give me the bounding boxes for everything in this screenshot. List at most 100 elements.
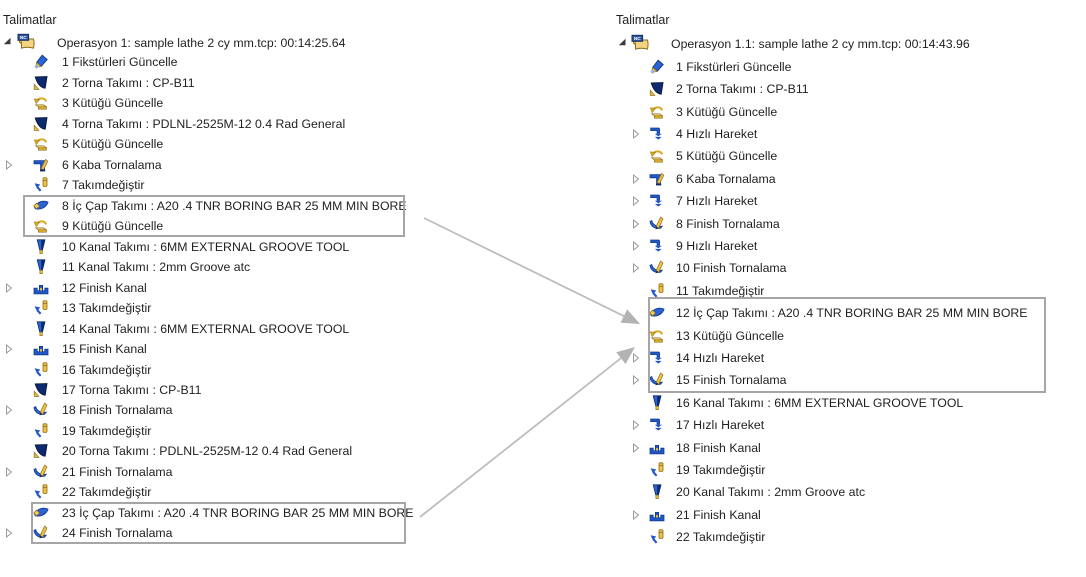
turning-tool-icon bbox=[649, 81, 665, 97]
update-stock-icon bbox=[33, 95, 49, 111]
expand-arrow-icon[interactable] bbox=[632, 509, 640, 520]
tree-item-label: 9 Hızlı Hareket bbox=[676, 239, 758, 253]
tree-item-label: 15 Finish Kanal bbox=[62, 342, 147, 357]
tree-item-label: 17 Torna Takımı : CP-B11 bbox=[62, 382, 202, 397]
boring-tool-icon bbox=[33, 505, 49, 521]
groove-tool-icon bbox=[33, 259, 49, 275]
highlight-box bbox=[31, 502, 406, 545]
tree-item-label: 1 Fikstürleri Güncelle bbox=[62, 55, 178, 70]
nc-program-icon: NC bbox=[17, 33, 36, 51]
groove-tool-icon bbox=[649, 484, 665, 500]
expand-arrow-icon[interactable] bbox=[632, 218, 640, 229]
boring-tool-icon bbox=[649, 305, 665, 321]
expand-arrow-icon[interactable] bbox=[632, 129, 640, 139]
tool-change-icon bbox=[33, 361, 49, 378]
finish-turning-icon bbox=[649, 216, 665, 232]
expand-arrow-icon[interactable] bbox=[5, 466, 13, 477]
rapid-move-icon bbox=[649, 193, 665, 209]
rough-turning-icon bbox=[649, 171, 665, 187]
nc-program-icon: NC bbox=[631, 34, 650, 52]
operation-label: Operasyon 1: sample lathe 2 cy mm.tcp: 0… bbox=[57, 36, 346, 50]
rapid-move-icon bbox=[649, 417, 665, 433]
tree-item-label: 17 Hızlı Hareket bbox=[676, 418, 765, 433]
expand-arrow-icon[interactable] bbox=[632, 353, 640, 363]
expand-arrow-icon[interactable] bbox=[632, 375, 640, 386]
expand-arrow-icon[interactable] bbox=[632, 173, 640, 184]
tree-item-label: 5 Kütüğü Güncelle bbox=[62, 137, 164, 152]
tree-item-label: 10 Kanal Takımı : 6MM EXTERNAL GROOVE TO… bbox=[62, 239, 350, 254]
expand-arrow-icon[interactable] bbox=[5, 282, 13, 293]
tree-item-label: 22 Takımdeğiştir bbox=[62, 485, 152, 500]
tree-item-label: 16 Kanal Takımı : 6MM EXTERNAL GROOVE TO… bbox=[676, 395, 964, 410]
tool-change-icon bbox=[33, 177, 49, 193]
finish-groove-icon bbox=[649, 507, 665, 523]
finish-turning-icon bbox=[649, 372, 665, 388]
turning-tool-icon bbox=[33, 443, 49, 459]
turning-tool-icon bbox=[33, 382, 49, 398]
tree-item-label: 24 Finish Tornalama bbox=[62, 526, 173, 541]
expand-arrow-icon[interactable] bbox=[632, 442, 640, 453]
tree-item-label: 2 Torna Takımı : CP-B11 bbox=[62, 75, 195, 90]
update-fixtures-icon bbox=[33, 54, 49, 70]
tree-item-label: 3 Kütüğü Güncelle bbox=[62, 96, 164, 111]
finish-turning-icon bbox=[649, 260, 665, 276]
expand-arrow-icon[interactable] bbox=[5, 344, 13, 355]
tree-item-label: 1 Fikstürleri Güncelle bbox=[676, 59, 792, 74]
rapid-move-icon bbox=[649, 126, 665, 142]
tree-item-label: 20 Kanal Takımı : 2mm Groove atc bbox=[676, 485, 866, 500]
highlight-box bbox=[648, 297, 1046, 393]
groove-tool-icon bbox=[649, 395, 665, 411]
tool-change-icon bbox=[33, 300, 49, 316]
expand-arrow-icon[interactable] bbox=[632, 420, 640, 431]
tree-item-label: 13 Takımdeğiştir bbox=[62, 301, 152, 316]
tool-change-icon bbox=[649, 462, 665, 478]
expand-arrow-icon[interactable] bbox=[5, 528, 13, 539]
tree-item-label: 5 Kütüğü Güncelle bbox=[676, 149, 778, 164]
expand-arrow-icon[interactable] bbox=[632, 263, 640, 274]
tree-item-label: 4 Torna Takımı : PDLNL-2525M-12 0.4 Rad … bbox=[62, 116, 346, 131]
tree-title: Talimatlar bbox=[3, 13, 57, 27]
update-stock-icon bbox=[649, 148, 665, 164]
turning-tool-icon bbox=[33, 75, 49, 91]
finish-groove-icon bbox=[33, 341, 49, 357]
expand-arrow-icon[interactable] bbox=[5, 405, 13, 416]
tree-item-label: 7 Hızlı Hareket bbox=[676, 194, 758, 209]
tree-item-label: 3 Kütüğü Güncelle bbox=[676, 104, 778, 119]
tool-change-icon bbox=[33, 484, 49, 500]
tree-item-label: 10 Finish Tornalama bbox=[676, 261, 787, 276]
tree-item-label: 4 Hızlı Hareket bbox=[676, 127, 758, 141]
tree-item-label: 12 İç Çap Takımı : A20 .4 TNR BORING BAR… bbox=[676, 306, 1028, 321]
finish-groove-icon bbox=[33, 280, 49, 296]
collapse-triangle-icon[interactable] bbox=[618, 38, 627, 47]
tree-item-label: 11 Kanal Takımı : 2mm Groove atc bbox=[62, 260, 251, 275]
finish-turning-icon bbox=[33, 464, 49, 480]
rough-turning-icon bbox=[33, 157, 49, 173]
expand-arrow-icon[interactable] bbox=[5, 159, 13, 170]
tree-item-label: 16 Takımdeğiştir bbox=[62, 362, 152, 377]
tree-item-label: 6 Kaba Tornalama bbox=[676, 171, 776, 186]
tree-item-label: 7 Takımdeğiştir bbox=[62, 178, 145, 193]
tree-item-label: 13 Kütüğü Güncelle bbox=[676, 328, 785, 343]
finish-turning-icon bbox=[33, 525, 49, 541]
svg-text:NC: NC bbox=[634, 36, 641, 42]
operation-label: Operasyon 1.1: sample lathe 2 cy mm.tcp:… bbox=[671, 37, 970, 51]
expand-arrow-icon[interactable] bbox=[632, 196, 640, 207]
collapse-triangle-icon[interactable] bbox=[3, 37, 12, 46]
finish-turning-icon bbox=[33, 402, 49, 418]
tree-item-label: 22 Takımdeğiştir bbox=[676, 530, 766, 545]
tree-item-label: 2 Torna Takımı : CP-B11 bbox=[676, 82, 809, 97]
tree-item-label: 14 Hızlı Hareket bbox=[676, 351, 765, 365]
tool-change-icon bbox=[649, 529, 665, 545]
tool-change-icon bbox=[649, 283, 665, 299]
tree-item-label: 11 Takımdeğiştir bbox=[676, 283, 765, 298]
link-arrow bbox=[423, 217, 640, 324]
update-fixtures-icon bbox=[649, 59, 665, 75]
tree-item-label: 20 Torna Takımı : PDLNL-2525M-12 0.4 Rad… bbox=[62, 444, 353, 459]
tree-item-label: 6 Kaba Tornalama bbox=[62, 157, 162, 172]
update-stock-icon bbox=[649, 104, 665, 120]
tree-item-label: 9 Kütüğü Güncelle bbox=[62, 219, 164, 234]
expand-arrow-icon[interactable] bbox=[632, 241, 640, 251]
